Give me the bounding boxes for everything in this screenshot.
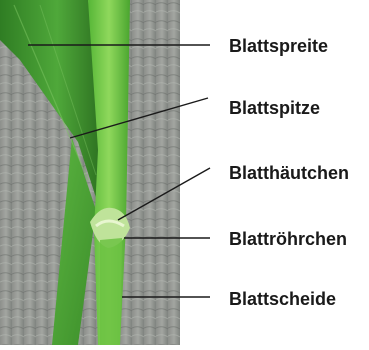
label-blatthaeutchen: Blatthäutchen xyxy=(229,164,349,182)
label-blattspreite: Blattspreite xyxy=(229,37,328,55)
label-blattspitze: Blattspitze xyxy=(229,99,320,117)
label-blattroehrchen: Blattröhrchen xyxy=(229,230,347,248)
label-blattscheide: Blattscheide xyxy=(229,290,336,308)
leaf-sheath xyxy=(100,238,122,345)
